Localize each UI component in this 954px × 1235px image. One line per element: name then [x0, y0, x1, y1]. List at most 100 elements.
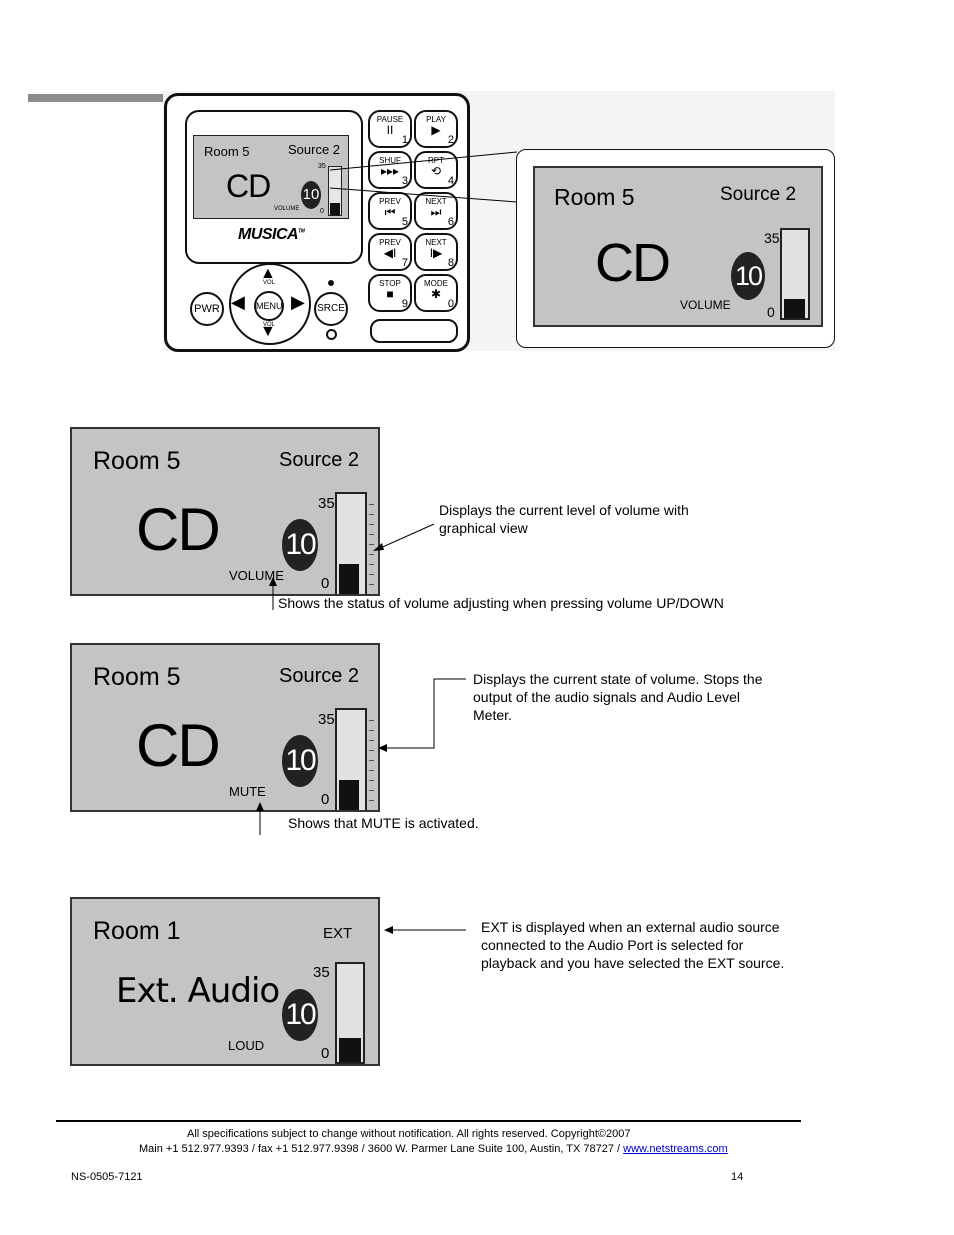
keypad-key-prev-5[interactable]: PREV⏮5: [368, 192, 412, 230]
panel3-note-right-line1: EXT is displayed when an external audio …: [481, 919, 780, 935]
panel1-note-right-line2: graphical view: [439, 520, 528, 536]
panel1-below-arrow: [269, 577, 277, 610]
panel3-meter-fill: [339, 1038, 361, 1062]
menu-button[interactable]: MENU: [254, 291, 284, 321]
panel1-right-arrow: [373, 523, 435, 551]
panel1-meter-min: 0: [321, 575, 330, 592]
keypad-lcd-source: Source 2: [288, 142, 341, 157]
panel2-note-below: Shows that MUTE is activated.: [288, 815, 479, 831]
key-label: PAUSE: [376, 115, 404, 124]
panel1-note-below: Shows the status of volume adjusting whe…: [278, 595, 724, 611]
key-label: MODE: [424, 279, 448, 288]
zoom-connector-lines: [329, 151, 518, 203]
keypad-key-shuf-3[interactable]: SHUF▸▸▸3: [368, 151, 412, 189]
keypad-key-stop-9[interactable]: STOP■9: [368, 274, 412, 312]
keypad-lcd-meter-fill: [330, 203, 340, 215]
key-label: PREV: [379, 197, 401, 206]
panel1-note-right: Displays the current level of volume wit…: [439, 501, 689, 537]
panel3-volume-meter: [335, 962, 365, 1064]
zoom-source: Source 2: [720, 184, 797, 205]
panel3-right-arrow: [384, 926, 466, 934]
panel1-volume-badge: 10: [282, 519, 318, 571]
keypad-wide-button[interactable]: [370, 319, 458, 343]
keypad-lcd-title: CD: [226, 168, 271, 204]
panel1-note-right-line1: Displays the current level of volume wit…: [439, 502, 689, 518]
key-number: 0: [447, 298, 454, 310]
panel2-volume-badge: 10: [282, 735, 318, 787]
key-symbol-icon: ▸▸▸: [380, 164, 400, 178]
panel2-note-right: Displays the current state of volume. St…: [473, 670, 762, 724]
meter-tick: [369, 544, 374, 545]
keypad-key-rpt-4[interactable]: RPT⟲4: [414, 151, 458, 189]
keypad-key-mode-0[interactable]: MODE✱ 0: [414, 274, 458, 312]
meter-tick: [369, 770, 374, 771]
panel2-status: MUTE: [229, 784, 266, 799]
zoom-room: Room 5: [554, 184, 635, 210]
meter-tick: [369, 740, 374, 741]
panel3-note-right-line3: playback and you have selected the EXT s…: [481, 955, 785, 971]
key-number: 7: [401, 257, 408, 269]
key-label: SHUF: [379, 156, 401, 165]
lcd-panel-ext: Room 1 EXT Ext. Audio 10 LOUD 35 0: [70, 897, 380, 1066]
panel2-title: CD: [136, 712, 221, 779]
left-arrow-icon[interactable]: ◀: [231, 292, 245, 312]
lcd-panel-volume: Room 5 Source 2 CD 10 VOLUME 35 0: [70, 427, 380, 596]
panel3-meter-min: 0: [321, 1045, 330, 1062]
right-arrow-icon[interactable]: ▶: [291, 292, 305, 312]
footer-contact: Main +1 512.977.9393 / fax +1 512.977.93…: [139, 1143, 728, 1155]
meter-tick: [369, 730, 374, 731]
panel3-meter-max: 35: [313, 964, 330, 981]
footer-website-link[interactable]: www.netstreams.com: [623, 1143, 728, 1155]
key-symbol-icon: ◀I: [383, 246, 397, 260]
key-label: RPT: [428, 156, 444, 165]
panel1-status: VOLUME: [229, 568, 284, 583]
key-number: 1: [401, 134, 408, 146]
meter-tick: [369, 760, 374, 761]
indicator-dot: [328, 280, 334, 286]
meter-tick: [369, 554, 374, 555]
key-label: NEXT: [425, 238, 447, 247]
key-symbol-icon: ▶: [431, 123, 441, 137]
key-number: 2: [447, 134, 454, 146]
key-symbol-icon: ✱: [430, 287, 442, 301]
meter-tick: [369, 780, 374, 781]
panel2-right-bracket-arrow: [378, 678, 466, 752]
meter-tick: [369, 720, 374, 721]
meter-tick: [369, 514, 374, 515]
keypad-key-play-2[interactable]: PLAY▶2: [414, 110, 458, 148]
keypad-key-next-6[interactable]: NEXT⏭6: [414, 192, 458, 230]
panel2-meter-min: 0: [321, 791, 330, 808]
panel2-room: Room 5: [93, 663, 181, 691]
meter-tick: [369, 534, 374, 535]
footer-page-number: 14: [731, 1171, 744, 1183]
vol-down-arrow-icon[interactable]: ▼: [260, 323, 276, 340]
key-number: 4: [447, 175, 454, 187]
keypad-lcd-screen: Room 5 Source 2 CD 10 VOLUME 35 0: [193, 135, 349, 219]
zoom-title: CD: [595, 233, 671, 293]
musica-logo: MUSICATM: [238, 226, 305, 244]
meter-tick: [369, 800, 374, 801]
panel3-note-right-line2: connected to the Audio Port is selected …: [481, 937, 744, 953]
zoom-meter-min: 0: [767, 304, 775, 320]
panel2-note-right-line2: output of the audio signals and Audio Le…: [473, 689, 740, 705]
vol-down-label: VOL: [263, 322, 276, 328]
pwr-button[interactable]: PWR: [190, 292, 224, 326]
key-number: 5: [401, 216, 408, 228]
keypad-lcd-meter-max: 35: [318, 163, 326, 170]
panel1-source: Source 2: [279, 449, 360, 471]
key-symbol-icon: I▶: [429, 246, 443, 260]
panel3-status: LOUD: [228, 1038, 265, 1053]
srce-button[interactable]: SRCE: [314, 292, 348, 326]
panel3-volume-badge: 10: [282, 989, 318, 1041]
keypad-lcd-volume-label: VOLUME: [274, 206, 300, 212]
meter-tick: [369, 790, 374, 791]
keypad-lcd-volume-meter: [328, 166, 342, 216]
musica-logo-tm: TM: [298, 228, 305, 235]
zoom-volume-badge: 10: [731, 252, 765, 300]
key-symbol-icon: ⏭: [430, 205, 442, 219]
vol-up-arrow-icon[interactable]: ▲: [260, 265, 276, 282]
vol-up-label: VOL: [263, 280, 276, 286]
